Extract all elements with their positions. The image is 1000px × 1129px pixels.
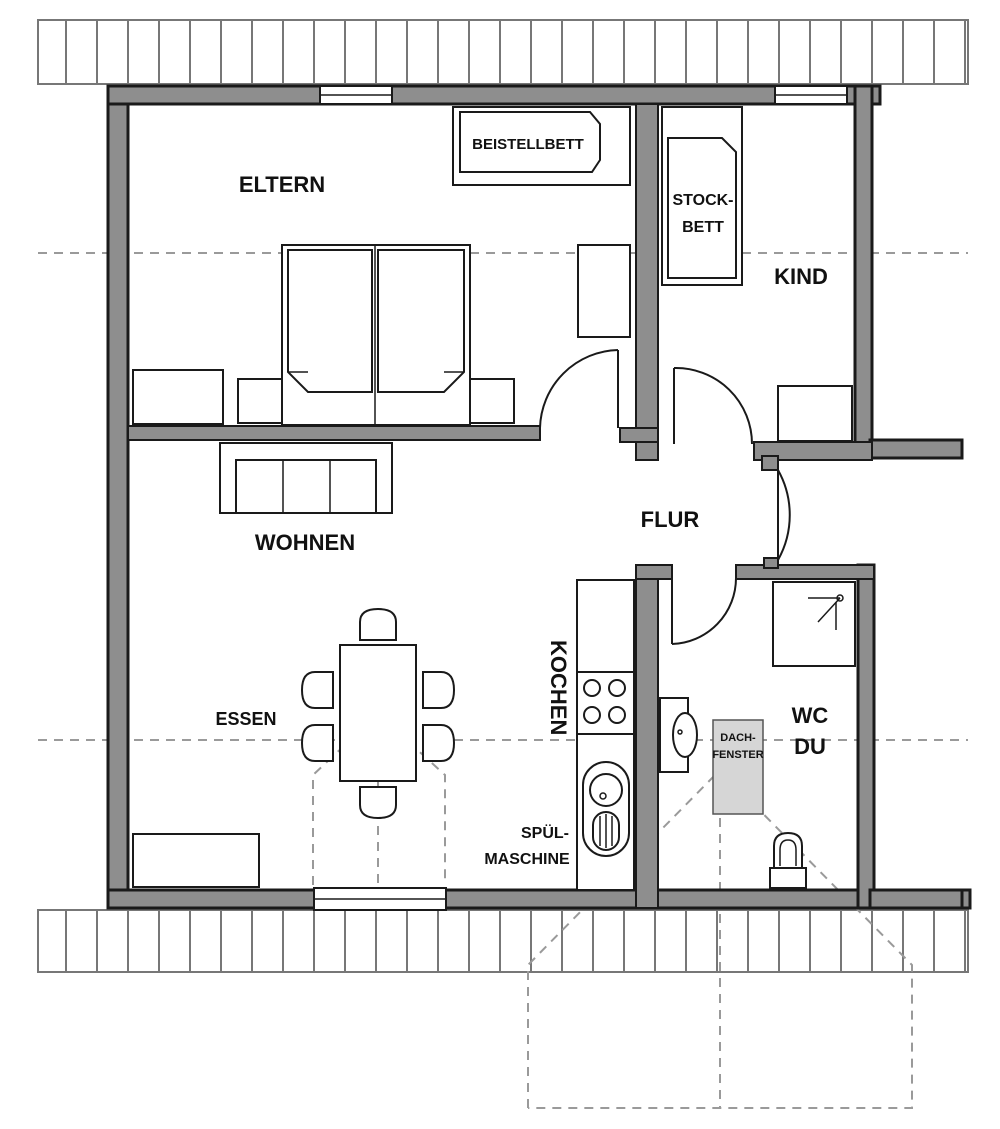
eltern-furniture: BEISTELLBETT ELTERN	[132, 106, 631, 426]
burner-1	[583, 679, 601, 697]
burner-3	[583, 706, 601, 724]
bed-right-mattress	[377, 249, 465, 393]
wohnen-furniture: WOHNEN ESSEN	[132, 442, 456, 888]
burner-4	[608, 706, 626, 724]
room-label-du: DU	[794, 734, 826, 759]
chair-left-2	[300, 724, 334, 762]
inner-walls	[127, 103, 875, 909]
room-label-kochen: KOCHEN	[546, 640, 571, 735]
chair-top	[359, 607, 397, 641]
nightstand-right	[469, 378, 515, 424]
spuelmaschine-label-1: SPÜL-	[521, 823, 569, 842]
kind-furniture: STOCK- BETT KIND	[661, 106, 853, 442]
roof-slope-lines	[38, 252, 968, 1109]
room-label-eltern: ELTERN	[239, 172, 325, 197]
roof-window	[712, 719, 764, 815]
roof-edge-top	[37, 19, 969, 85]
bed-left-mattress	[287, 249, 373, 393]
desk-kind	[777, 385, 853, 442]
sofa-seats	[235, 459, 377, 514]
wardrobe-eltern	[577, 244, 631, 338]
stockbett-label-1: STOCK-	[672, 192, 733, 209]
shower	[772, 581, 856, 667]
chair-right-2	[422, 724, 456, 762]
room-label-kind: KIND	[774, 264, 828, 289]
doors	[539, 349, 791, 645]
stove	[576, 671, 635, 735]
toilet-tank	[769, 867, 807, 889]
chair-right-1	[422, 671, 456, 709]
room-label-wc: WC	[792, 703, 829, 728]
nightstand-left	[237, 378, 283, 424]
room-label-essen: ESSEN	[215, 709, 276, 729]
kitchen: KOCHEN SPÜL- MASCHINE	[484, 579, 635, 891]
windows	[313, 85, 848, 911]
spuelmaschine-label-2: MASCHINE	[484, 851, 570, 868]
dachfenster-label-2: FENSTER	[712, 749, 763, 761]
chair-bottom	[359, 786, 397, 820]
room-label-wohnen: WOHNEN	[255, 530, 355, 555]
dining-table	[339, 644, 417, 782]
burner-2	[608, 679, 626, 697]
wc-furniture: DACH- FENSTER WC DU	[659, 581, 856, 889]
washbasin	[672, 712, 698, 758]
roof-edge-bottom	[37, 909, 969, 973]
stockbett-label-2: BETT	[682, 219, 724, 236]
sideboard	[132, 833, 260, 888]
dresser-eltern	[132, 369, 224, 425]
chair-left-1	[300, 671, 334, 709]
beistellbett-mattress	[459, 111, 601, 173]
dachfenster-label-1: DACH-	[720, 732, 756, 744]
sink-bowl	[589, 773, 623, 807]
stockbett-mattress	[667, 137, 737, 279]
beistellbett-label: BEISTELLBETT	[472, 136, 584, 153]
toilet-bowl	[773, 831, 803, 869]
room-label-flur: FLUR	[641, 507, 700, 532]
